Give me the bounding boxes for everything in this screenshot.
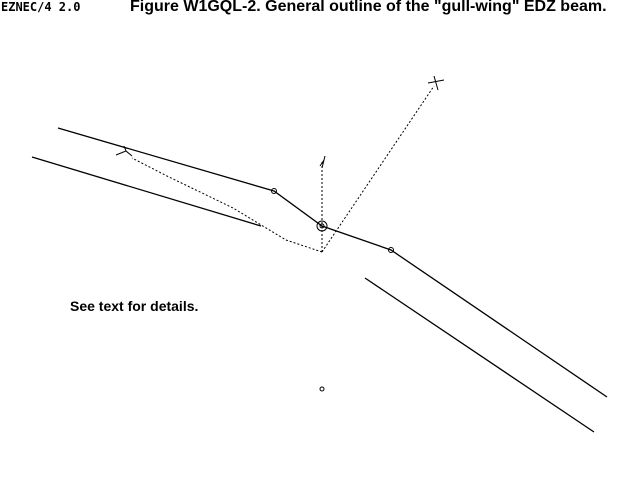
driven-element bbox=[57, 127, 608, 398]
program-label: EZNEC/4 2.0 bbox=[1, 0, 81, 14]
figure-title: Figure W1GQL-2. General outline of the "… bbox=[130, 0, 607, 15]
x-axis-marker-icon bbox=[427, 75, 445, 91]
feedpoint-source-icon bbox=[316, 220, 328, 232]
z-axis-marker-icon bbox=[319, 155, 326, 169]
bend-point-left bbox=[271, 188, 277, 194]
ground-point bbox=[319, 386, 325, 392]
note-text: See text for details. bbox=[70, 298, 199, 314]
reflector-right bbox=[364, 277, 595, 433]
reflector-left bbox=[31, 156, 262, 227]
x-axis bbox=[321, 85, 435, 253]
bend-point-right bbox=[388, 247, 394, 253]
feedpoint-inner bbox=[319, 223, 325, 229]
y-axis bbox=[131, 157, 323, 253]
